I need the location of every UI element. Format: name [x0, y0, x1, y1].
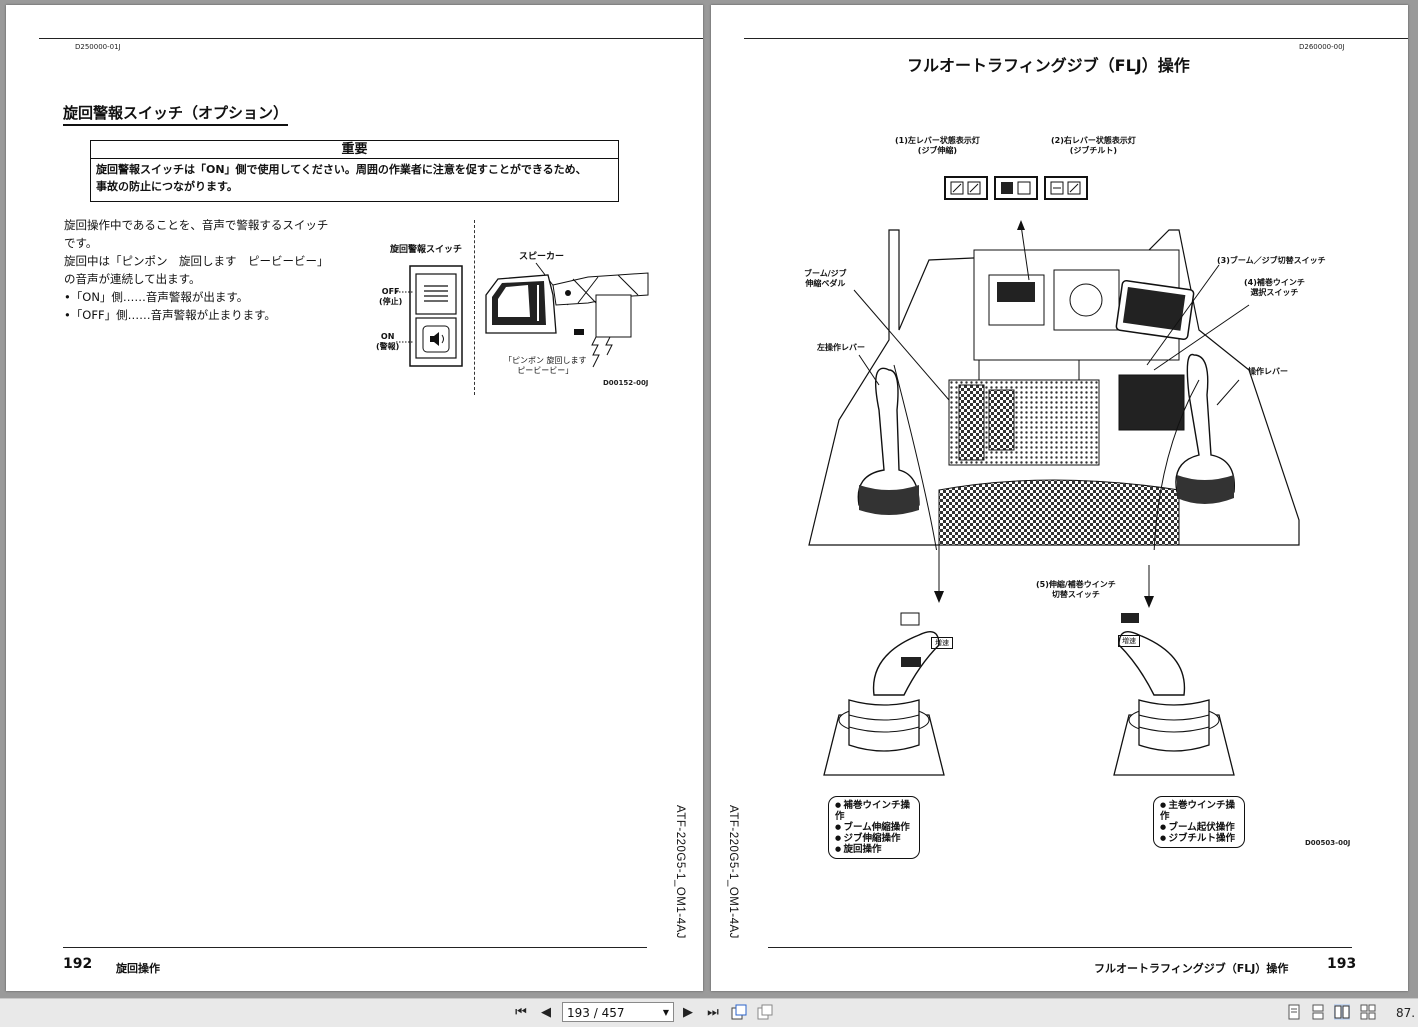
right-page: D260000-00J フルオートラフィングジブ（FLJ）操作 (1)左レバー状… — [711, 5, 1408, 991]
notice-heading: 重要 — [91, 141, 618, 159]
callout-telescope-winch-switch: (5)伸縮/補巻ウインチ 切替スイッチ — [1036, 580, 1116, 599]
crane-cab-illustration — [485, 262, 649, 368]
lever-tag-right: 増速 — [1118, 635, 1140, 647]
callout-aux-winch-switch: (4)補巻ウインチ 選択スイッチ — [1244, 278, 1305, 297]
page-number-field[interactable]: 193 / 457 ▼ — [562, 1002, 674, 1022]
callout-telescope-pedal: ブーム/ジブ 伸縮ペダル — [804, 269, 847, 288]
doc-code: D250000-01J — [75, 43, 121, 51]
swing-alarm-switch-icon — [396, 265, 463, 367]
footer-rule — [63, 947, 647, 948]
two-page-view-icon[interactable] — [1334, 1004, 1350, 1020]
callout-right-lever: 右操作レバー — [1240, 367, 1288, 376]
switch-title: 旋回警報スイッチ — [390, 245, 463, 255]
viewer-toolbar: ⏮ ◀ 193 / 457 ▼ ▶ ⏭ 87. — [0, 998, 1418, 1027]
header-rule — [39, 38, 703, 39]
figure-divider — [474, 220, 475, 395]
sound-caption: 「ピンポン 旋回します ピービービー」 — [504, 356, 587, 375]
page-number: 192 — [63, 956, 93, 972]
important-notice: 重要 旋回警報スイッチは「ON」側で使用してください。周囲の作業者に注意を促すこ… — [90, 140, 619, 202]
description-text: 旋回操作中であることを、音声で警報するスイッチ です。 旋回中は「ピンポン 旋回… — [64, 218, 329, 322]
footer-rule — [768, 947, 1352, 948]
arrow-down-icon — [934, 545, 944, 603]
side-code: ATF-220G5-1_OM1-4AJ — [674, 805, 686, 939]
single-page-view-icon[interactable] — [1286, 1004, 1302, 1020]
page-indicator: 193 / 457 — [567, 1006, 625, 1020]
callout-left-lever: 左操作レバー — [817, 343, 865, 352]
continuous-view-icon[interactable] — [1310, 1004, 1326, 1020]
copy-page-icon[interactable] — [757, 1004, 773, 1020]
lever-tag-left: 増速 — [931, 637, 953, 649]
callout-boom-jib-switch: (3)ブーム／ジブ切替スイッチ — [1217, 256, 1326, 265]
figure-code: D00503-00J — [1305, 839, 1351, 847]
right-lever-closeup-icon — [1113, 613, 1235, 776]
header-rule — [744, 38, 1408, 39]
side-code: ATF-220G5-1_OM1-4AJ — [727, 805, 739, 939]
arrow-down-icon — [1144, 565, 1154, 608]
notice-body: 旋回警報スイッチは「ON」側で使用してください。周囲の作業者に注意を促すことがで… — [96, 163, 587, 193]
callout-right-lever-lamp: (2)右レバー状態表示灯 (ジブチルト) — [1051, 136, 1136, 155]
zoom-level[interactable]: 87. — [1396, 1006, 1416, 1020]
next-page-icon[interactable]: ▶ — [683, 1005, 693, 1020]
previous-page-icon[interactable]: ◀ — [541, 1005, 551, 1020]
doc-code: D260000-00J — [1299, 43, 1345, 51]
chevron-down-icon: ▼ — [662, 1008, 669, 1017]
speaker-label: スピーカー — [519, 252, 565, 262]
status-lamp-panel-icon — [944, 176, 1088, 200]
page-number: 193 — [1327, 956, 1357, 972]
footer-title: フルオートラフィングジブ（FLJ）操作 — [1094, 962, 1289, 975]
callout-left-lever-lamp: (1)左レバー状態表示灯 (ジブ伸縮) — [895, 136, 980, 155]
two-page-continuous-icon[interactable] — [1360, 1004, 1376, 1020]
left-lever-closeup-icon — [823, 612, 945, 776]
figure-code: D00152-00J — [603, 379, 649, 387]
left-page: D250000-01J 旋回警報スイッチ（オプション） 重要 旋回警報スイッチは… — [6, 5, 703, 991]
export-page-icon[interactable] — [731, 1004, 747, 1020]
on-label: ON (警報) — [376, 332, 400, 351]
footer-title: 旋回操作 — [116, 962, 160, 975]
page-title: フルオートラフィングジブ（FLJ）操作 — [907, 56, 1190, 75]
cab-interior-illustration — [808, 220, 1300, 550]
first-page-icon[interactable]: ⏮ — [515, 1005, 527, 1020]
section-title: 旋回警報スイッチ（オプション） — [63, 102, 289, 126]
last-page-icon[interactable]: ⏭ — [707, 1005, 719, 1020]
left-lever-operations: 補巻ウインチ操作 ブーム伸縮操作 ジブ伸縮操作 旋回操作 — [828, 796, 920, 859]
right-lever-operations: 主巻ウインチ操作 ブーム起伏操作 ジブチルト操作 — [1153, 796, 1245, 848]
off-label: OFF (停止) — [379, 287, 403, 306]
